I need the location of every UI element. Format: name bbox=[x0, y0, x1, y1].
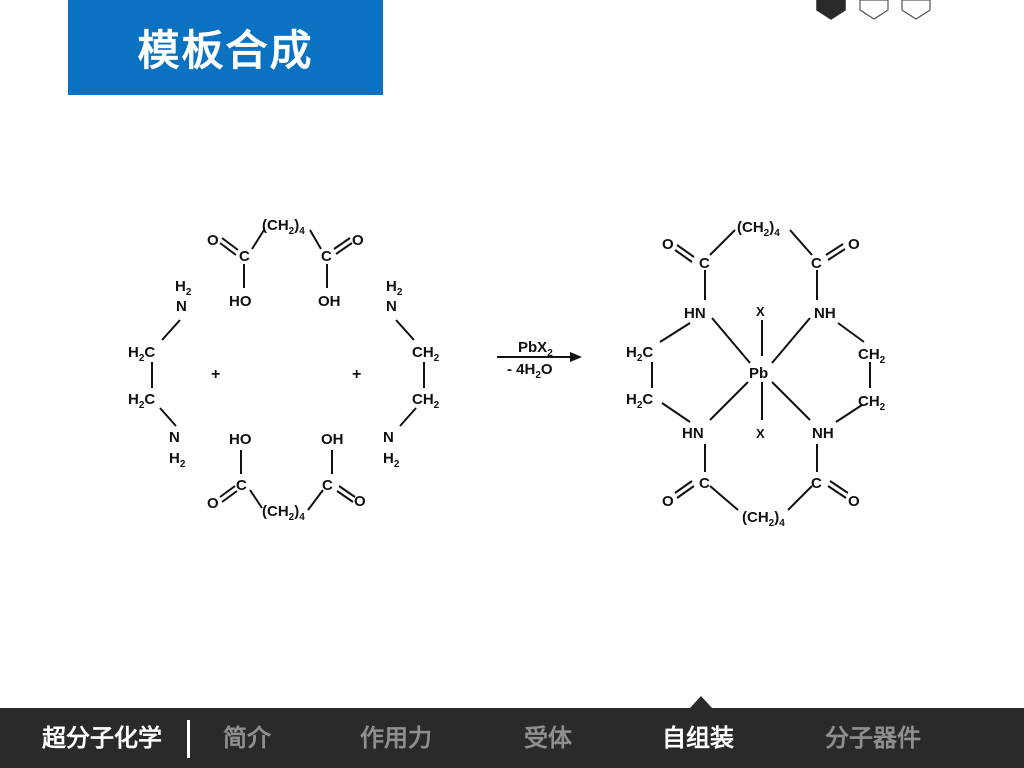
prod-top-ch2n-label: (CH2)4 bbox=[737, 219, 780, 239]
right-product: O O C C (CH2)4 HN NH X Pb X H2C H2C CH2 … bbox=[626, 219, 886, 529]
prod-nh-bottom: NH bbox=[812, 425, 834, 442]
left-amine-n-top: N bbox=[176, 298, 187, 315]
prod-c3: C bbox=[699, 475, 710, 492]
nav-item-intro[interactable]: 简介 bbox=[223, 724, 271, 752]
prod-ch2-2: CH2 bbox=[858, 393, 886, 413]
right-amine-h2-bottom: H2 bbox=[383, 450, 400, 470]
right-amine-ch2-1: CH2 bbox=[412, 344, 440, 364]
left-amine-h2c-2: H2C bbox=[128, 391, 155, 411]
prod-x-top: X bbox=[756, 304, 765, 319]
left-bottom-o2: O bbox=[354, 493, 366, 510]
prod-h2c-2: H2C bbox=[626, 391, 653, 411]
right-amine-n-top: N bbox=[386, 298, 397, 315]
plus-sign-2: + bbox=[352, 366, 361, 383]
template-synthesis-reaction: O O C C (CH2)4 HO OH H2 N H2C H2C N H2 H… bbox=[128, 217, 886, 529]
nav-divider bbox=[187, 720, 190, 758]
nav-item-receptors[interactable]: 受体 bbox=[524, 724, 572, 752]
left-bottom-oh: OH bbox=[321, 431, 344, 448]
prod-hn-top: HN bbox=[684, 305, 706, 322]
left-bottom-ch2n-label: (CH2)4 bbox=[262, 503, 305, 523]
prod-c4: C bbox=[811, 475, 822, 492]
right-amine-n-bottom: N bbox=[383, 429, 394, 446]
left-amine-h2-bottom: H2 bbox=[169, 450, 186, 470]
left-amine-n-bottom: N bbox=[169, 429, 180, 446]
page-dot-3-icon[interactable] bbox=[901, 0, 931, 20]
prod-nh-top: NH bbox=[814, 305, 836, 322]
left-top-ch2n-label: (CH2)4 bbox=[262, 217, 305, 237]
prod-c1: C bbox=[699, 255, 710, 272]
prod-o3: O bbox=[662, 493, 674, 510]
prod-c2: C bbox=[811, 255, 822, 272]
nav-item-molecular-devices[interactable]: 分子器件 bbox=[825, 724, 921, 752]
prod-hn-bottom: HN bbox=[682, 425, 704, 442]
right-bonds bbox=[651, 229, 871, 511]
left-bottom-ho: HO bbox=[229, 431, 252, 448]
prod-o2: O bbox=[848, 236, 860, 253]
prod-o1: O bbox=[662, 236, 674, 253]
left-top-c2: C bbox=[321, 248, 332, 265]
reaction-arrow: PbX2 - 4H2O bbox=[497, 339, 582, 381]
nav-item-forces[interactable]: 作用力 bbox=[360, 724, 432, 752]
left-top-ho: HO bbox=[229, 293, 252, 310]
left-amine-h2-top: H2 bbox=[175, 278, 192, 298]
slide-title-box: 模板合成 bbox=[68, 0, 383, 95]
slide-title: 模板合成 bbox=[137, 26, 314, 75]
left-top-oh: OH bbox=[318, 293, 341, 310]
left-bottom-c1: C bbox=[236, 477, 247, 494]
prod-x-bottom: X bbox=[756, 426, 765, 441]
left-bonds bbox=[151, 229, 425, 511]
active-nav-pointer-icon bbox=[690, 696, 712, 708]
reagent-label: PbX2 bbox=[518, 339, 553, 359]
left-top-o2: O bbox=[352, 232, 364, 249]
prod-pb: Pb bbox=[749, 365, 768, 382]
arrow-head-icon bbox=[570, 352, 582, 362]
prod-h2c-1: H2C bbox=[626, 344, 653, 364]
right-amine-h2-top: H2 bbox=[386, 278, 403, 298]
plus-sign-1: + bbox=[211, 366, 220, 383]
prod-bottom-ch2n-label: (CH2)4 bbox=[742, 509, 785, 529]
left-bottom-c2: C bbox=[322, 477, 333, 494]
byproduct-label: - 4H2O bbox=[507, 361, 553, 381]
left-bottom-o1: O bbox=[207, 495, 219, 512]
left-top-o1: O bbox=[207, 232, 219, 249]
prod-o4: O bbox=[848, 493, 860, 510]
left-reactants: O O C C (CH2)4 HO OH H2 N H2C H2C N H2 H… bbox=[128, 217, 440, 523]
page-indicator bbox=[816, 0, 931, 20]
nav-item-self-assembly[interactable]: 自组装 bbox=[662, 724, 734, 752]
page-dot-1-icon[interactable] bbox=[816, 0, 846, 20]
nav-brand: 超分子化学 bbox=[42, 724, 162, 752]
bottom-navigation: 超分子化学 简介 作用力 受体 自组装 分子器件 bbox=[0, 708, 1024, 768]
left-top-c1: C bbox=[239, 248, 250, 265]
left-amine-h2c-1: H2C bbox=[128, 344, 155, 364]
page-dot-2-icon[interactable] bbox=[859, 0, 889, 20]
prod-ch2-1: CH2 bbox=[858, 346, 886, 366]
right-amine-ch2-2: CH2 bbox=[412, 391, 440, 411]
